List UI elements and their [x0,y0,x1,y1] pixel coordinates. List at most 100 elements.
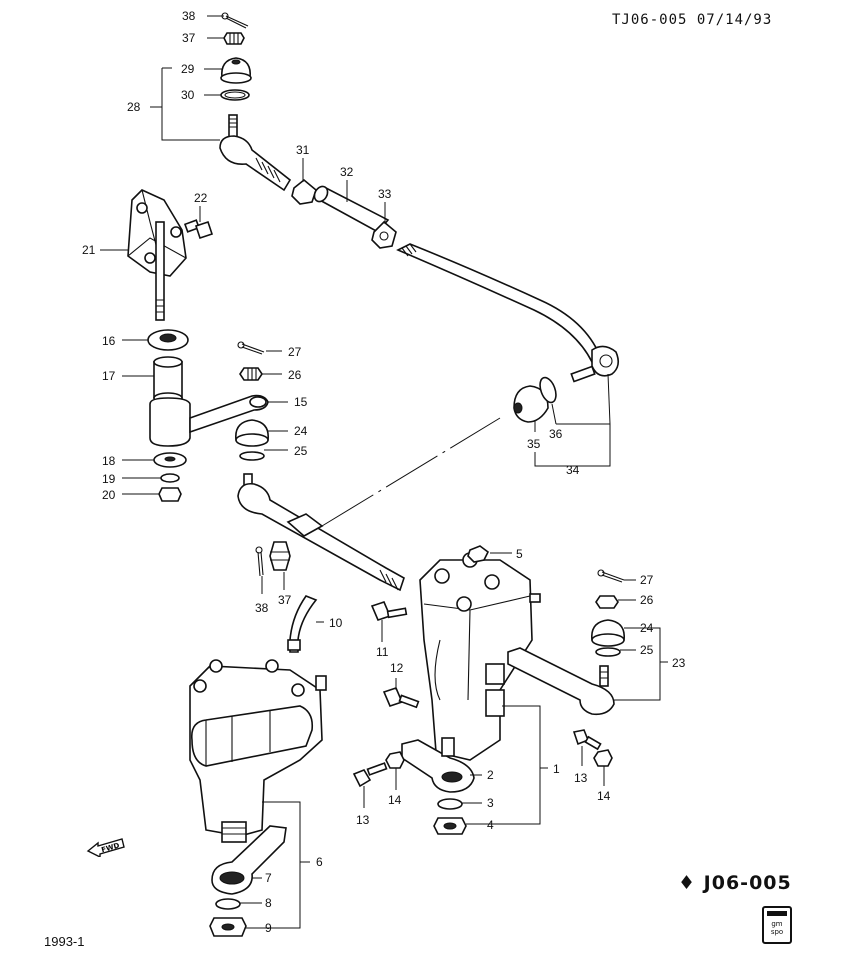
bolt-12 [382,687,420,709]
callout-9: 9 [265,921,272,935]
washer-18 [153,452,187,468]
callout-35: 35 [527,437,541,451]
dust-boot-35 [513,385,549,423]
nut-31 [291,178,317,205]
cotter-pin-38-mid [255,546,264,577]
callout-33: 33 [378,187,392,201]
pitman-arm-7 [211,825,287,895]
steering-gear-1 [419,552,541,761]
callout-26-left: 26 [288,368,302,382]
dust-boot-29 [220,57,252,84]
diagram-reference: TJ06-005 07/14/93 [612,12,773,28]
castle-nut-37-top [223,32,245,45]
clip-ring-36 [539,376,557,404]
callout-25-left: 25 [294,444,308,458]
callout-28: 28 [127,100,141,114]
dust-boot-24-left [235,419,269,447]
gm-spo-logo-icon: gm spo [762,906,792,944]
callout-38-mid: 38 [255,601,269,615]
callout-17: 17 [102,369,116,383]
lock-washer-8 [215,898,241,910]
callout-24-right: 24 [640,621,654,635]
callout-29: 29 [181,62,195,76]
spo-text: spo [770,928,784,936]
callout-8: 8 [265,896,272,910]
diagram-code-text: J06-005 [703,872,792,894]
callout-25-right: 25 [640,643,654,657]
callout-6: 6 [316,855,323,869]
adjust-tube-32 [313,185,390,234]
callout-15: 15 [294,395,308,409]
callout-30: 30 [181,88,195,102]
nut-14-left [385,751,405,769]
castle-nut-37-mid [269,541,291,571]
callout-27-right: 27 [640,573,654,587]
callout-7: 7 [265,871,272,885]
callout-16: 16 [102,334,116,348]
callout-34: 34 [566,463,580,477]
bolt-11 [370,601,408,621]
callout-27-left: 27 [288,345,302,359]
relay-rod [237,473,405,592]
callout-3: 3 [487,796,494,810]
cotter-pin-27-right [597,569,625,583]
callout-labels: 38 37 29 30 28 31 32 33 22 21 16 27 17 2… [82,9,686,935]
forward-arrow-icon: FWD [86,838,125,857]
callout-20: 20 [102,488,116,502]
nut-33 [371,220,397,249]
clip-ring-25-left [239,451,265,461]
lock-washer-19 [160,473,180,483]
callout-22: 22 [194,191,208,205]
callout-13-right: 13 [574,771,588,785]
callout-24-left: 24 [294,424,308,438]
gm-text: gm [771,920,783,928]
callout-23: 23 [672,656,686,670]
cotter-pin-38-top [221,12,249,29]
callout-38-top: 38 [182,9,196,23]
callout-18: 18 [102,454,116,468]
castle-nut-26-left [239,367,263,381]
callout-11: 11 [376,645,389,659]
callout-5: 5 [516,547,523,561]
callout-1: 1 [553,762,560,776]
callout-37-mid: 37 [278,593,292,607]
nut-9 [209,917,247,937]
pipe-10 [287,595,318,653]
callout-26-right: 26 [640,593,654,607]
fwd-label: FWD [101,841,121,854]
model-year: 1993-1 [44,934,85,949]
bolt-13-left [352,762,388,788]
bushing-17 [153,356,183,404]
bolt-22 [183,219,214,240]
castle-nut-26-right [595,595,619,609]
tie-rod-34 [396,243,620,383]
idler-arm-15 [149,394,269,447]
bullet-icon: ♦ [678,872,697,894]
callout-13-left: 13 [356,813,370,827]
callout-2: 2 [487,768,494,782]
nut-4 [433,817,467,835]
callout-36: 36 [549,427,563,441]
dust-boot-24-right [591,619,625,647]
callout-10: 10 [329,616,343,630]
nut-14-right [593,749,613,767]
bolt-5 [467,545,490,563]
callout-12: 12 [390,661,404,675]
tie-rod-end-23 [507,647,615,716]
callout-19: 19 [102,472,116,486]
callout-32: 32 [340,165,354,179]
tie-rod-end-28 [219,114,292,192]
callout-14-left: 14 [388,793,402,807]
clip-ring-25-right [595,647,621,657]
pitman-arm-2 [401,737,475,793]
callout-4: 4 [487,818,494,832]
callout-31: 31 [296,143,310,157]
steering-gear-6 [189,659,327,843]
cotter-pin-27-left [237,341,265,355]
callout-14-right: 14 [597,789,611,803]
clip-ring-30 [220,89,250,101]
nut-20 [158,487,182,502]
callout-21: 21 [82,243,96,257]
diagram-code: ♦ J06-005 [678,872,792,894]
